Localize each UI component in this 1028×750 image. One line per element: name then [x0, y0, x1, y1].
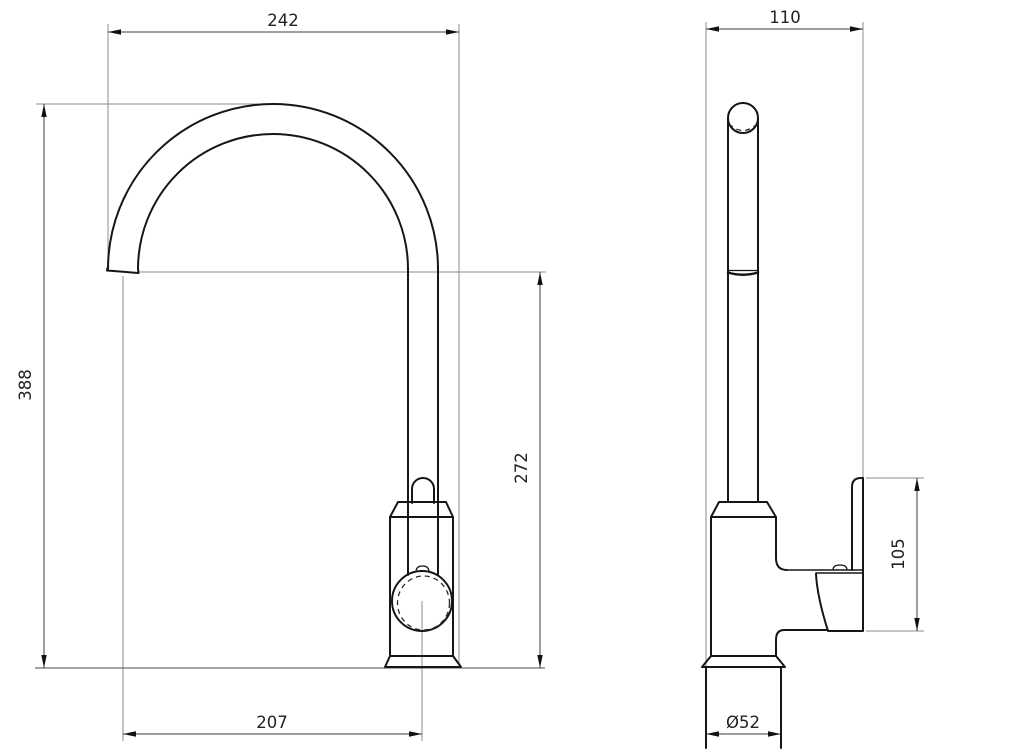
spout-tip-hidden-outlet	[728, 123, 758, 132]
dimension-base-diameter: Ø52	[706, 713, 781, 737]
faucet-body-front	[710, 516, 829, 657]
spout-outlet-face	[106, 267, 140, 274]
dimension-overall-depth: 110	[706, 8, 863, 32]
dim-label-base-diameter: Ø52	[726, 713, 760, 732]
handle-joint-hidden-circle	[396, 575, 451, 631]
dim-label-overall-width: 242	[267, 11, 299, 30]
spout-face-edge	[726, 271, 760, 276]
joint-top-detail	[415, 565, 430, 573]
front-view	[701, 102, 864, 749]
base-skirt	[384, 655, 462, 668]
handle-lever	[815, 477, 864, 632]
spout-inner-arc	[137, 133, 409, 576]
dimension-spout-outlet-height: 272	[512, 272, 543, 668]
side-view	[106, 103, 462, 668]
dimension-overall-width: 242	[108, 11, 459, 35]
dim-label-spout-reach: 207	[256, 713, 288, 732]
body-shoulder-front	[710, 501, 777, 518]
dim-label-overall-height: 388	[16, 369, 35, 401]
spout-tip-cap	[727, 102, 759, 134]
dimension-overall-height: 388	[16, 104, 47, 668]
faucet-body	[389, 516, 454, 657]
dim-label-handle-height: 105	[889, 538, 908, 570]
dimension-handle-height: 105	[889, 478, 920, 631]
dimension-spout-reach: 207	[123, 713, 422, 737]
spout-tube	[727, 117, 759, 503]
handle-lever-blade	[786, 569, 864, 574]
side-view-extension-lines	[35, 24, 546, 741]
handle-pivot-detail	[832, 564, 848, 571]
dim-label-spout-outlet-height: 272	[512, 452, 531, 484]
handle-joint-circle	[391, 570, 453, 632]
base-skirt-front	[701, 655, 786, 668]
mounting-shank	[705, 666, 782, 749]
handle-lever-tip	[411, 477, 435, 504]
dim-label-overall-depth: 110	[769, 8, 801, 27]
body-shoulder	[389, 501, 454, 518]
spout-outer-arc	[107, 103, 439, 576]
